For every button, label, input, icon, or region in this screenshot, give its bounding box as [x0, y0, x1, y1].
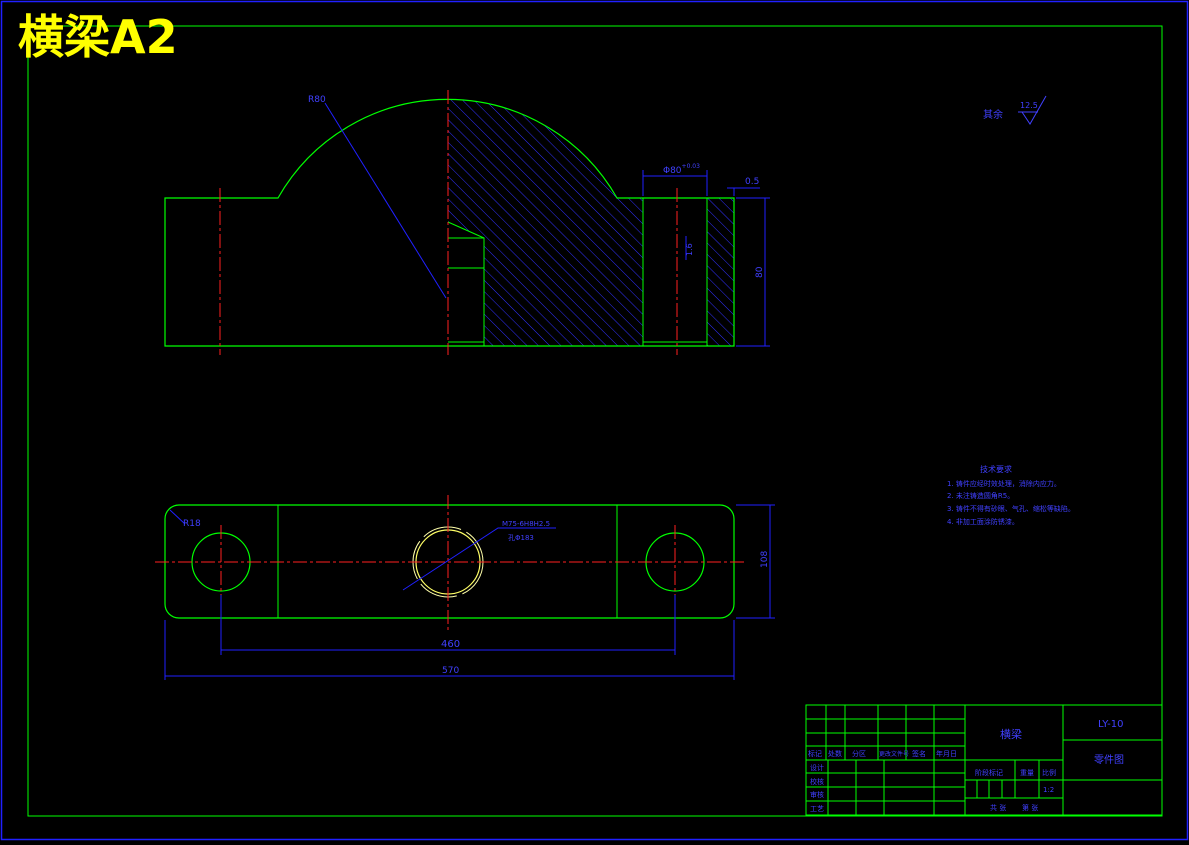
tech-note-2: 2. 未注铸造圆角R5。: [947, 491, 1014, 500]
roughness-text: 其余: [983, 108, 1003, 121]
title-block-text: 横梁 LY-10 零件图 标记 处数 分区 更改文件号 签名 年月日 设计 校核…: [808, 719, 1124, 813]
offset-dim-lines: [727, 187, 760, 196]
tech-note-4: 4. 非加工面涂防锈漆。: [947, 517, 1019, 526]
roughness-symbol: [1018, 95, 1047, 125]
drawing-number: LY-10: [1098, 719, 1124, 730]
page-title: 横梁A2: [18, 10, 178, 64]
roughness-value: 12.5: [1020, 101, 1038, 110]
weight-label: 重量: [1020, 769, 1034, 777]
tech-notes-heading: 技术要求: [980, 464, 1012, 474]
scale-value: 1:2: [1043, 786, 1054, 794]
radius-leader: [324, 102, 447, 299]
row-label-3: 审核: [810, 790, 824, 799]
col-header-1: 标记: [808, 749, 822, 758]
section-hatch-flange: [707, 198, 734, 346]
tech-note-1: 1. 铸件应经时效处理，消除内应力。: [947, 479, 1061, 488]
corner-radius-leader: [169, 509, 186, 525]
section-hatch-boss: [448, 99, 643, 346]
section-bore: [447, 221, 485, 346]
bore-tolerance: +0.03: [682, 163, 701, 170]
bore-dim-lines: [642, 170, 708, 196]
drawing-type: 零件图: [1094, 754, 1124, 766]
sheet-total: 共 张: [990, 803, 1006, 812]
thread-sub-label: 孔Φ183: [508, 534, 534, 542]
tech-note-3: 3. 铸件不得有砂眼、气孔、缩松等缺陷。: [947, 504, 1075, 513]
col-header-3: 分区: [852, 749, 866, 758]
roughness-note: 其余 12.5: [983, 95, 1047, 125]
col-header-6: 年月日: [936, 749, 957, 758]
offset-label: 0.5: [745, 177, 759, 187]
bottom-view: R18 M75-6H8H2.5 孔Φ183 108 460 570: [155, 495, 775, 680]
scale-label: 比例: [1042, 768, 1056, 777]
top-view: R80 Φ80+0.03 0.5 1.6 80: [164, 90, 770, 355]
thread-leader: [402, 527, 556, 591]
bore-value: Φ80: [663, 166, 682, 176]
part-name: 横梁: [1000, 727, 1022, 741]
overall-dim-lines: [164, 620, 735, 680]
width-label: 108: [760, 551, 770, 568]
thread-label: M75-6H8H2.5: [502, 520, 550, 528]
title-block: [805, 704, 1163, 816]
row-label-1: 设计: [810, 763, 824, 772]
tech-notes: 技术要求 1. 铸件应经时效处理，消除内应力。 2. 未注铸造圆角R5。 3. …: [947, 464, 1075, 526]
depth-label: 1.6: [685, 243, 694, 256]
right-bore-lines: [642, 198, 708, 346]
col-header-2: 处数: [828, 749, 842, 758]
drawing-border: [27, 25, 1163, 817]
col-header-4: 更改文件号: [879, 750, 909, 758]
row-label-4: 工艺: [810, 805, 824, 813]
row-label-2: 校核: [810, 777, 824, 786]
corner-radius-label: R18: [183, 519, 201, 529]
bore-label: Φ80+0.03: [663, 163, 700, 176]
width-dim-lines: [736, 504, 775, 619]
radius-label: R80: [308, 95, 326, 105]
height-label: 80: [755, 266, 765, 278]
overall-length-label: 570: [442, 666, 459, 676]
hole-span-dim-lines: [220, 595, 676, 655]
hole-span-label: 460: [441, 639, 460, 650]
top-view-outline: [164, 98, 735, 347]
stage-label: 阶段标记: [975, 768, 1003, 777]
sheet-number: 第 张: [1022, 803, 1038, 812]
col-header-5: 签名: [912, 749, 926, 758]
height-dim-lines: [736, 197, 770, 347]
